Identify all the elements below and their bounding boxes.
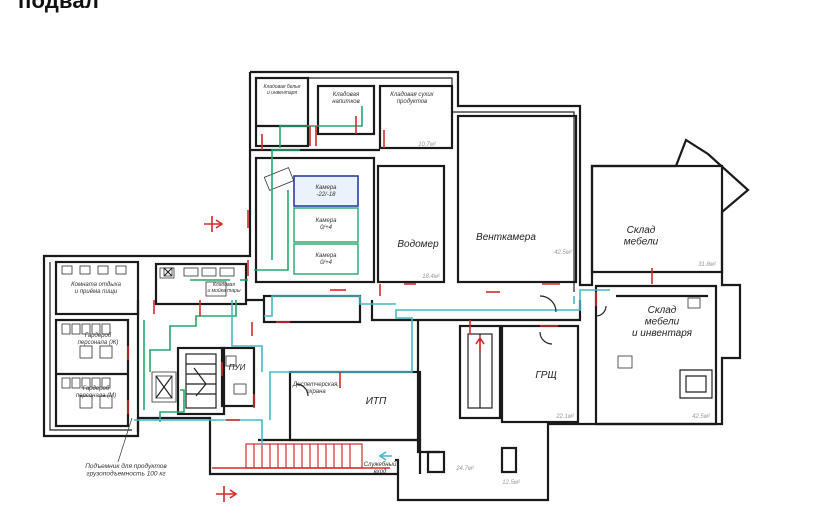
label-line: грузоподъемность 100 кг bbox=[86, 469, 166, 477]
area-labels: 10.7м² 18.4м² 42.5м² 31.8м² 22.1м² 42.5м… bbox=[418, 142, 717, 486]
door-swings bbox=[295, 295, 607, 397]
label-line: мебели bbox=[624, 236, 659, 248]
label-line: -22/-18 bbox=[316, 192, 336, 198]
area-label: 42.5м² bbox=[692, 414, 711, 420]
label-line: ГРЩ bbox=[535, 370, 556, 381]
page-title: подвал bbox=[18, 0, 100, 13]
area-label: 18.4м² bbox=[422, 274, 441, 280]
area-label: 22.1м² bbox=[555, 414, 575, 420]
internal-walls bbox=[54, 76, 724, 474]
freezer-cameras bbox=[263, 167, 359, 275]
label-line: Кладовая bbox=[333, 92, 360, 98]
label-line: Гардероб bbox=[83, 386, 110, 392]
room-heat-point: ИТП bbox=[366, 396, 387, 407]
label-line: Кладовая bbox=[213, 282, 235, 288]
entrance-markers bbox=[204, 216, 238, 502]
label-line: мебели bbox=[645, 316, 680, 328]
label-line: и инвентаря bbox=[632, 328, 693, 339]
room-water-meter: Водомер bbox=[397, 239, 439, 250]
room-dispatcher: Диспетчерская,охрана bbox=[292, 382, 339, 395]
dirty-path bbox=[134, 289, 610, 461]
label-line: и мойка тары bbox=[207, 287, 240, 294]
label-line: продуктов bbox=[397, 99, 428, 105]
outdoor-stair bbox=[212, 443, 390, 469]
label-line: Гардероб bbox=[85, 333, 112, 339]
label-line: Камера bbox=[316, 185, 338, 191]
label-line: ПУИ bbox=[229, 363, 246, 372]
label-line: напитков bbox=[332, 99, 360, 105]
label-line: персонала (Ж) bbox=[78, 340, 119, 346]
stairs bbox=[185, 333, 493, 409]
label-line: Камера bbox=[316, 218, 338, 224]
label-line: Комната отдыха bbox=[71, 282, 121, 288]
label-line: ИТП bbox=[366, 396, 387, 407]
label-line: охрана bbox=[306, 389, 326, 395]
label-line: Склад bbox=[648, 305, 677, 316]
label-line: и приёма пищи bbox=[75, 289, 118, 295]
clean-path bbox=[143, 106, 363, 422]
room-ventilation: Венткамера bbox=[476, 232, 536, 243]
label-line: Камера bbox=[316, 253, 338, 259]
room-switchboard: ГРЩ bbox=[535, 370, 556, 381]
label-line: Кладовая белья bbox=[264, 84, 301, 90]
label-line: вход bbox=[374, 469, 387, 475]
label-line: и инвентаря bbox=[267, 90, 297, 96]
label-line: Склад bbox=[627, 225, 656, 236]
label-line: Кладовая сухих bbox=[390, 92, 434, 98]
label-line: Диспетчерская, bbox=[292, 382, 339, 388]
label-line: Водомер bbox=[397, 239, 439, 250]
area-label: 31.8м² bbox=[698, 262, 717, 268]
area-label: 12.5м² bbox=[502, 480, 521, 486]
area-label: 10.7м² bbox=[418, 142, 437, 148]
label-line: персонала (М) bbox=[76, 393, 116, 399]
label-line: Венткамера bbox=[476, 232, 536, 243]
label-line: 0/+4 bbox=[320, 260, 333, 266]
doors bbox=[127, 116, 653, 421]
label-line: Служебный bbox=[364, 461, 397, 468]
area-label: 42.5м² bbox=[554, 250, 573, 256]
fixtures bbox=[61, 265, 701, 409]
room-camera-freezer: Камера-22/-18 bbox=[316, 185, 338, 198]
room-cleaning-supplies: ПУИ bbox=[229, 363, 246, 372]
area-label: 24.7м² bbox=[455, 466, 475, 472]
label-line: Подъемник для продуктов bbox=[85, 462, 167, 470]
label-line: 0/+4 bbox=[320, 225, 333, 231]
